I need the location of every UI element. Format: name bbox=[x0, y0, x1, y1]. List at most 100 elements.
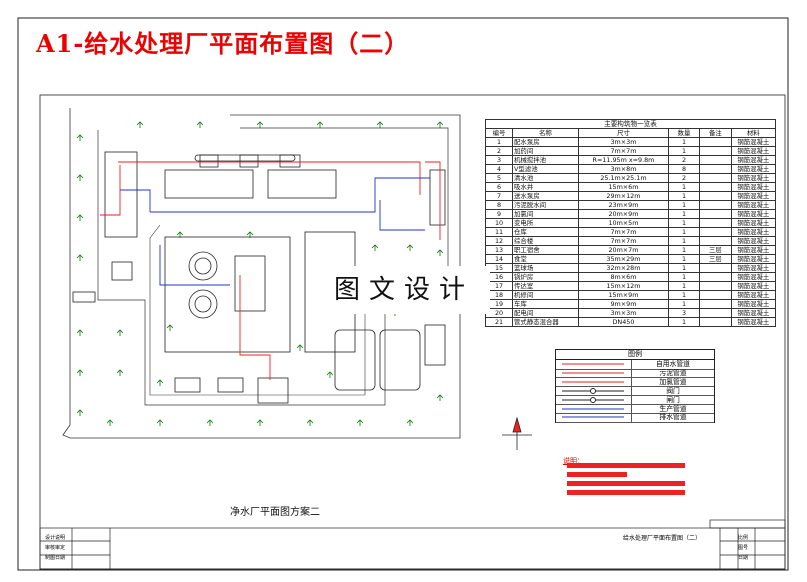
legend-item: 加氯管道 bbox=[556, 377, 714, 388]
table-cell: 8 bbox=[667, 164, 701, 174]
table-cell bbox=[699, 218, 732, 228]
title-block-cells: 比例 图号 日期 bbox=[738, 533, 748, 563]
trees bbox=[76, 121, 444, 426]
table-cell bbox=[699, 272, 732, 282]
table-cell: 三层 bbox=[699, 254, 732, 264]
legend-label: 排水管道 bbox=[631, 413, 714, 422]
table-cell bbox=[699, 317, 732, 327]
title-block-label: 日期 bbox=[738, 555, 749, 561]
table-cell: 1 bbox=[667, 146, 701, 156]
table-cell: 11 bbox=[484, 227, 514, 237]
table-cell: 钢筋混凝土 bbox=[730, 173, 777, 183]
legend-title: 图例 bbox=[556, 350, 714, 360]
legend-label: 闸门 bbox=[631, 395, 714, 405]
table-cell: 钢筋混凝土 bbox=[730, 164, 777, 174]
table-cell: 变电所 bbox=[512, 218, 580, 228]
table-cell: 3 bbox=[667, 308, 701, 318]
notes-label: 说明： bbox=[563, 457, 584, 465]
legend-item: 生产管道 bbox=[556, 404, 714, 415]
table-cell: 2 bbox=[667, 155, 701, 165]
table-cell: 加药间 bbox=[512, 146, 580, 156]
table-cell: 8 bbox=[484, 200, 514, 210]
table-cell: 7 bbox=[484, 191, 514, 201]
table-cell bbox=[699, 182, 732, 192]
table-cell: 1 bbox=[667, 236, 701, 246]
table-cell: 7m×7m bbox=[578, 236, 669, 246]
north-arrow-icon bbox=[502, 416, 532, 450]
table-cell: 钢筋混凝土 bbox=[730, 146, 777, 156]
table-cell: 仓库 bbox=[512, 227, 580, 237]
table-cell: 23m×9m bbox=[578, 200, 669, 210]
table-cell: 10 bbox=[484, 218, 514, 228]
table-cell: 钢筋混凝土 bbox=[730, 218, 777, 228]
title-block-label: 设计说明 bbox=[45, 535, 66, 541]
table-cell: 1 bbox=[667, 182, 701, 192]
table-cell: 钢筋混凝土 bbox=[730, 308, 777, 318]
table-cell: 8m×6m bbox=[578, 272, 669, 282]
table-cell bbox=[699, 137, 732, 147]
table-cell: 1 bbox=[667, 254, 701, 264]
table-cell: 三层 bbox=[699, 245, 732, 255]
table-cell: 机械搅拌池 bbox=[512, 155, 580, 165]
legend-symbol-icon bbox=[556, 387, 630, 396]
table-cell: 综合楼 bbox=[512, 236, 580, 246]
table-cell: 13 bbox=[484, 245, 514, 255]
title-block-label: 制图日期 bbox=[45, 555, 66, 561]
legend-symbol-icon bbox=[556, 369, 630, 378]
table-cell: 钢筋混凝土 bbox=[730, 191, 777, 201]
table-cell bbox=[699, 155, 732, 165]
table-header-cell: 名称 bbox=[512, 128, 580, 138]
site-buildings bbox=[72, 151, 446, 404]
table-cell: 钢筋混凝土 bbox=[730, 254, 777, 264]
table-header-cell: 数量 bbox=[667, 128, 701, 138]
table-cell: 5 bbox=[484, 173, 514, 183]
table-cell: 钢筋混凝土 bbox=[730, 263, 777, 273]
table-cell: 钢筋混凝土 bbox=[730, 317, 777, 327]
table-cell: 2 bbox=[484, 146, 514, 156]
table-cell: 传达室 bbox=[512, 281, 580, 291]
table-cell: 15m×6m bbox=[578, 182, 669, 192]
legend-item: 污泥管道 bbox=[556, 368, 714, 379]
table-cell bbox=[699, 236, 732, 246]
table-header-cell: 尺寸 bbox=[578, 128, 669, 138]
table-cell: 15m×12m bbox=[578, 281, 669, 291]
legend-symbol-icon bbox=[556, 405, 630, 414]
table-cell bbox=[699, 263, 732, 273]
table-cell bbox=[699, 227, 732, 237]
legend-label: 生产管道 bbox=[631, 404, 714, 414]
table-cell: 2 bbox=[667, 173, 701, 183]
table-cell: 1 bbox=[667, 245, 701, 255]
notes-line bbox=[567, 481, 685, 486]
table-cell: 配电间 bbox=[512, 308, 580, 318]
legend-item: 排水管道 bbox=[556, 413, 714, 423]
legend-item: 自用水管道 bbox=[556, 360, 714, 370]
table-cell bbox=[699, 173, 732, 183]
table-header-cell: 编号 bbox=[484, 128, 514, 138]
table-cell: 机修间 bbox=[512, 290, 580, 300]
table-cell: 送水泵房 bbox=[512, 191, 580, 201]
table-cell: DN450 bbox=[578, 317, 669, 327]
table-cell: 钢筋混凝土 bbox=[730, 209, 777, 219]
title-block-drawing-name: 给水处理厂平面布置图（二） bbox=[622, 535, 701, 542]
table-cell: 4 bbox=[484, 164, 514, 174]
legend-label: 阀门 bbox=[631, 386, 714, 396]
table-cell bbox=[699, 191, 732, 201]
pipelines bbox=[100, 161, 441, 380]
drawing-title: A1-给水处理厂平面布置图（二） bbox=[36, 29, 410, 58]
table-cell: 7m×7m bbox=[578, 227, 669, 237]
legend-symbol-icon bbox=[556, 378, 630, 387]
table-cell: 1 bbox=[667, 200, 701, 210]
table-cell: 钢筋混凝土 bbox=[730, 245, 777, 255]
notes-line bbox=[567, 490, 685, 495]
